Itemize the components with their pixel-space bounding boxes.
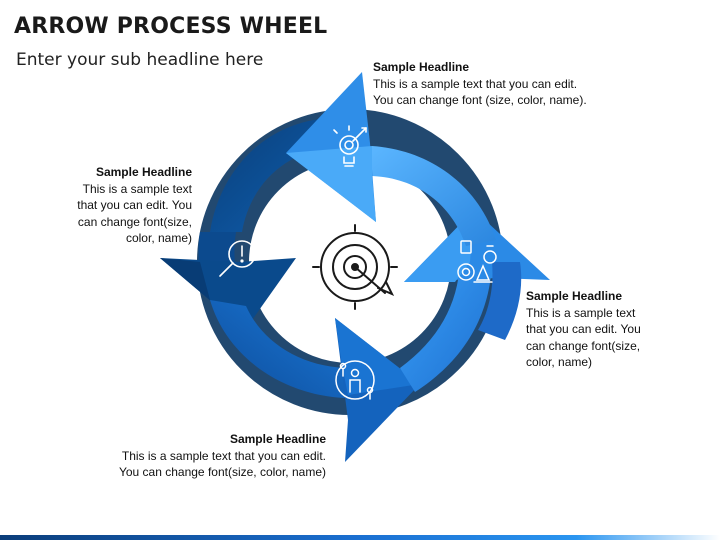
step-right-line-1: This is a sample text (526, 305, 636, 320)
search-alert-icon (219, 240, 256, 277)
step-bottom-headline: Sample Headline (229, 432, 326, 446)
step-bottom-line-1: This is a sample text that you can edit. (121, 448, 326, 463)
step-top-line-2: You can change font (size, color, name). (373, 93, 587, 107)
step-right-text: Sample Headline This is a sample text th… (526, 288, 706, 371)
step-left-headline: Sample Headline (95, 165, 192, 179)
step-bottom-text: Sample Headline This is a sample text th… (40, 431, 326, 481)
step-left-line-3: can change font(size, (77, 214, 192, 229)
arrow-top (286, 72, 496, 246)
step-bottom-line-2: You can change font(size, color, name) (118, 465, 326, 479)
step-right-line-2: that you can edit. You (526, 322, 641, 336)
page-subtitle: Enter your sub headline here (16, 50, 264, 70)
arrow-right (400, 210, 550, 392)
footer-bar (0, 535, 720, 540)
target-arrow-icon (312, 224, 398, 310)
step-left-line-4: color, name) (125, 231, 192, 245)
step-top-headline: Sample Headline (373, 60, 470, 74)
step-top-line-1: This is a sample text that you can edit. (373, 76, 578, 91)
step-left-text: Sample Headline This is a sample text th… (40, 164, 192, 247)
step-right-headline: Sample Headline (526, 289, 623, 303)
lightbulb-target-icon (333, 125, 367, 167)
team-person-icon (335, 360, 375, 400)
award-goal-icon (457, 240, 497, 283)
step-left-line-1: This is a sample text (82, 181, 192, 196)
step-right-line-3: can change font(size, (526, 338, 641, 353)
step-top-text: Sample Headline This is a sample text th… (373, 59, 673, 109)
step-right-line-4: color, name) (526, 355, 593, 369)
page-title: ARROW PROCESS WHEEL (14, 14, 328, 39)
step-left-line-2: that you can edit. You (77, 198, 192, 212)
